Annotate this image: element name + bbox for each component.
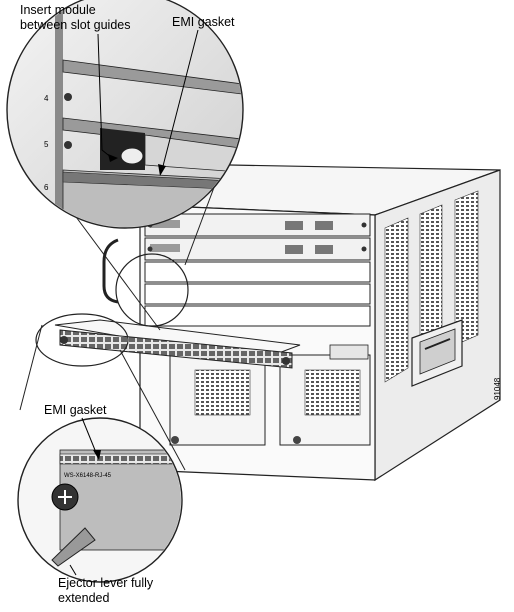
- ejector-pointer: [69, 564, 77, 576]
- power-supply-left: [169, 354, 266, 446]
- empty-slot-4: [144, 283, 371, 305]
- ejector-lever: [51, 527, 96, 567]
- callout-insert-module-line1: Insert module: [20, 3, 96, 17]
- side-handle: [411, 319, 463, 387]
- top-zoom-callout: 4 5 6: [6, 0, 244, 331]
- emi-gasket-pointer-bottom: [81, 417, 98, 456]
- inserted-module: [54, 319, 301, 369]
- bottom-zoom-callout: WS-X6148-RJ-45: [17, 313, 186, 583]
- callout-ejector-line1: Ejector lever fully: [58, 576, 154, 590]
- module-model-label: WS-X6148-RJ-45: [64, 473, 112, 479]
- module-screw-left: [60, 336, 68, 344]
- module-slot-1: [144, 213, 371, 237]
- callout-emi-gasket-bottom: EMI gasket: [44, 403, 107, 417]
- callout-ejector-line2: extended: [58, 591, 110, 605]
- module-slot-2: [144, 237, 371, 261]
- slot-number-4: 4: [44, 94, 49, 103]
- callout-ejector-lever: Ejector lever fully extended: [58, 576, 153, 606]
- emi-gasket-pointer-top: [161, 29, 199, 171]
- empty-slot-5: [144, 305, 371, 327]
- slot-number-6: 6: [44, 183, 49, 192]
- callout-insert-module: Insert module between slot guides: [20, 3, 131, 33]
- module-screw-right: [282, 357, 290, 365]
- front-handle: [102, 238, 119, 304]
- slot-number-5: 5: [44, 140, 49, 149]
- figure-id: 91048: [493, 377, 502, 400]
- callout-insert-module-line2: between slot guides: [20, 18, 131, 32]
- empty-slot-3: [144, 261, 371, 283]
- callout-emi-gasket-top: EMI gasket: [172, 15, 235, 29]
- power-supply-right: [279, 354, 371, 446]
